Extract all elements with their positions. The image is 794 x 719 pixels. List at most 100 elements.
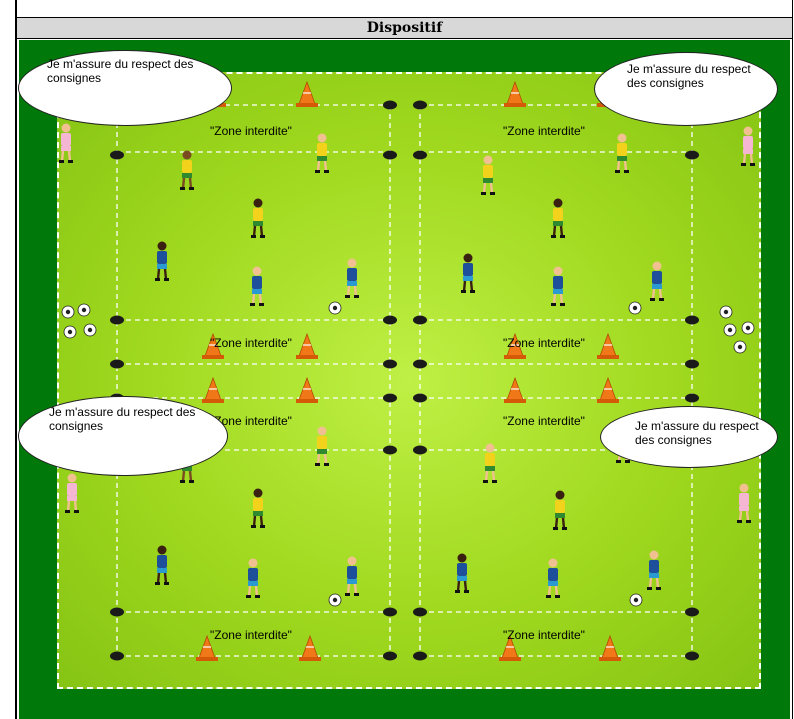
flat-marker-icon [383,393,397,403]
training-cone-icon [202,376,224,403]
soccer-ball-icon [629,593,643,607]
zone-label: "Zone interdite" [503,124,585,138]
flat-marker-icon [383,150,397,160]
flat-marker-icon [383,651,397,661]
bubble-text: Je m'assure du respect des consignes [635,419,759,447]
training-cone-icon [202,332,224,359]
flat-marker-icon [685,393,699,403]
player-icon [155,545,169,585]
soccer-ball-icon [733,340,747,354]
player-icon [251,488,265,528]
flat-marker-icon [413,607,427,617]
zone-label: "Zone interdite" [503,336,585,350]
training-cone-icon [597,332,619,359]
soccer-ball-icon [77,303,91,317]
players [59,123,755,598]
flat-marker-icon [685,651,699,661]
flat-marker-icon [685,150,699,160]
soccer-ball-icon [63,325,77,339]
training-cone-icon [504,80,526,107]
document-frame [15,0,793,719]
player-icon [155,241,169,281]
flat-marker-icon [110,150,124,160]
flat-markers [110,100,699,661]
player-icon [461,253,475,293]
training-cone-icon [504,376,526,403]
player-icon [251,198,265,238]
speech-bubble-icon: Je m'assure du respect des consignes [18,396,228,476]
referee-icon [741,126,755,166]
referee-icon [737,483,751,523]
player-icon [345,556,359,596]
referee-icon [65,473,79,513]
soccer-balls [61,301,755,607]
soccer-ball-icon [328,301,342,315]
player-icon [650,261,664,301]
player-icon [553,490,567,530]
zone-lines [116,104,693,657]
flat-marker-icon [383,445,397,455]
flat-marker-icon [413,359,427,369]
player-icon [615,133,629,173]
training-cone-icon [196,634,218,661]
soccer-ball-icon [628,301,642,315]
soccer-ball-icon [83,323,97,337]
training-cone-icon [296,376,318,403]
flat-marker-icon [685,607,699,617]
flat-marker-icon [413,100,427,110]
player-icon [180,150,194,190]
bubble-text: Je m'assure du respect des consignes [47,57,194,85]
flat-marker-icon [383,100,397,110]
flat-marker-icon [110,359,124,369]
flat-marker-icon [413,315,427,325]
flat-marker-icon [383,359,397,369]
zone-label: "Zone interdite" [503,628,585,642]
zone-label: "Zone interdite" [210,336,292,350]
training-cone-icon [597,376,619,403]
training-cone-icon [599,634,621,661]
zone-label: "Zone interdite" [210,628,292,642]
soccer-ball-icon [741,321,755,335]
flat-marker-icon [685,359,699,369]
player-icon [483,443,497,483]
flat-marker-icon [413,445,427,455]
training-cone-icon [499,634,521,661]
soccer-ball-icon [328,593,342,607]
training-cone-icon [296,332,318,359]
zone-label: "Zone interdite" [210,414,292,428]
player-icon [315,133,329,173]
flat-marker-icon [110,651,124,661]
speech-bubble-icon: Je m'assure du respect des consignes [18,50,232,126]
player-icon [551,266,565,306]
soccer-ball-icon [61,305,75,319]
flat-marker-icon [685,315,699,325]
zone-label: "Zone interdite" [503,414,585,428]
header-title: Dispositif [17,17,792,39]
player-icon [647,550,661,590]
player-icon [345,258,359,298]
flat-marker-icon [383,315,397,325]
flat-marker-icon [413,150,427,160]
training-cone-icon [299,634,321,661]
zone-label: "Zone interdite" [210,124,292,138]
flat-marker-icon [383,607,397,617]
player-icon [551,198,565,238]
speech-bubble-icon: Je m'assure du respect des consignes [600,406,778,468]
speech-bubble-icon: Je m'assure du respect des consignes [594,52,778,126]
player-icon [546,558,560,598]
bubble-text: Je m'assure du respect des consignes [627,62,751,90]
flat-marker-icon [413,393,427,403]
player-icon [315,426,329,466]
flat-marker-icon [110,315,124,325]
training-cone-icon [296,80,318,107]
bubble-text: Je m'assure du respect des consignes [49,405,196,433]
player-icon [250,266,264,306]
football-field [57,72,761,689]
player-icon [246,558,260,598]
referee-icon [59,123,73,163]
training-cone-icon [504,332,526,359]
soccer-ball-icon [719,305,733,319]
player-icon [455,553,469,593]
flat-marker-icon [110,607,124,617]
player-icon [481,155,495,195]
